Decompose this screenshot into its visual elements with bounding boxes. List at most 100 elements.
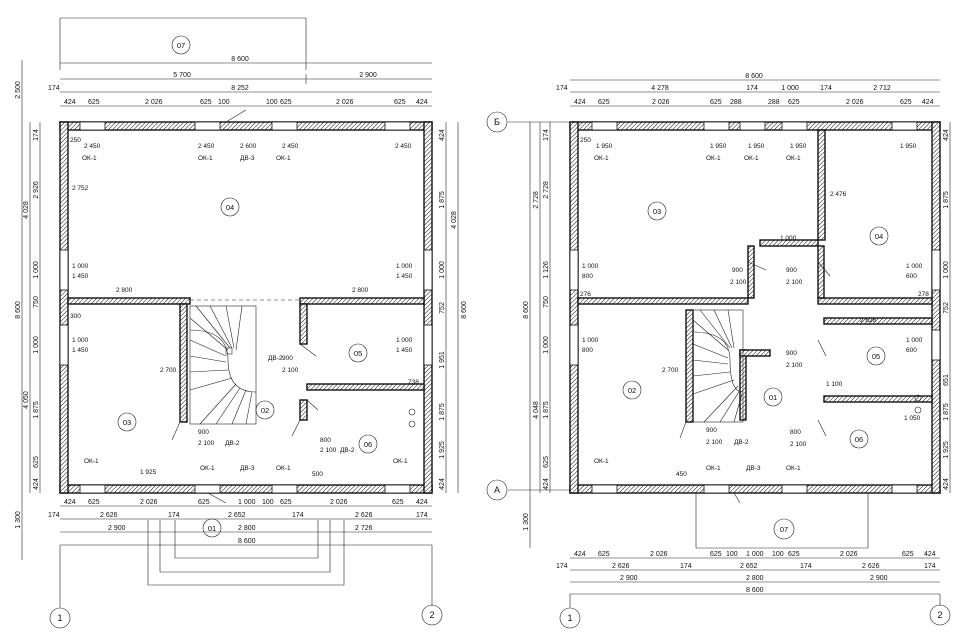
window (59, 249, 69, 291)
left-grid-axes: 1 2 (49, 545, 443, 629)
dimension: 738 (408, 379, 419, 386)
window (569, 249, 579, 291)
window (423, 324, 433, 366)
room-label-04-right: 04 (869, 226, 889, 246)
room-label-02-right: 02 (622, 380, 642, 400)
dim: 2 026 (840, 551, 858, 558)
room-number: 03 (123, 418, 131, 427)
window-height: 1 950 (710, 143, 727, 150)
dim: 2 900 (108, 525, 126, 532)
right-top-dimensions: 8 600 174 4 278 174 1 000 174 2 712 424 … (556, 73, 940, 107)
room-number: 01 (208, 524, 216, 533)
dim: 625 (900, 99, 912, 106)
door-width: 900 (786, 350, 797, 357)
axis-label: 2 (429, 610, 434, 620)
window-height: 1 450 (396, 347, 413, 354)
dim: 625 (200, 99, 212, 106)
dim: 5 700 (173, 72, 191, 79)
window (79, 121, 106, 131)
window-height: 800 (582, 273, 593, 280)
room-number: 04 (875, 232, 883, 241)
right-side-dimensions: 8 600 1 300 2 728 4 048 174 2 728 1 126 … (523, 122, 951, 548)
left-doors (171, 109, 416, 504)
door-height: 2 100 (790, 441, 807, 448)
dim-total: 8 600 (15, 301, 22, 319)
door-width: 900 (786, 267, 797, 274)
window-height: 1 950 (900, 143, 917, 150)
window-width: 1 000 (72, 263, 89, 270)
window (591, 121, 618, 131)
window (703, 484, 730, 494)
dim: 100 (262, 499, 274, 506)
dim: 174 (556, 85, 568, 92)
door-height: 2 100 (320, 447, 337, 454)
window-height: 800 (582, 347, 593, 354)
dim: 100 (266, 99, 278, 106)
left-porch-outline (59, 17, 345, 586)
right-staircase (692, 309, 744, 423)
dim: 2 026 (652, 99, 670, 106)
dimension: 1 050 (904, 415, 921, 422)
door-height: 2 100 (706, 439, 723, 446)
window-height: 2 450 (282, 143, 299, 150)
dim-total: 8 600 (238, 538, 256, 545)
door-label: ДВ-3 (240, 465, 255, 472)
dim: 2 026 (336, 99, 354, 106)
dim: 1 000 (943, 261, 950, 279)
dim: 2 626 (612, 563, 630, 570)
right-grid-axes: Б А 1 2 (486, 111, 951, 629)
dim: 424 (943, 129, 950, 141)
dim: 2 900 (359, 72, 377, 79)
room-label-01-right: 01 (763, 387, 783, 407)
dim: 2 800 (746, 575, 764, 582)
room-label-03-right: 03 (647, 201, 667, 221)
dim: 174 (543, 129, 550, 141)
window (194, 121, 221, 131)
right-windows (569, 121, 941, 494)
room-number: 02 (628, 386, 636, 395)
dim: 625 (280, 99, 292, 106)
door-label: ДВ-2 (734, 439, 749, 446)
dim: 424 (64, 99, 76, 106)
dimension: 250 (70, 137, 81, 144)
axis-label: Б (494, 117, 500, 127)
dim: 1 000 (33, 336, 40, 354)
dim-total: 8 600 (231, 56, 249, 63)
left-side-dimensions: 8 600 2 500 1 300 4 028 4 050 174 2 926 … (15, 60, 468, 560)
window-width: 1 000 (582, 337, 599, 344)
axis-label: 1 (57, 613, 62, 623)
room-number: 05 (354, 349, 362, 358)
dim: 2 026 (145, 99, 163, 106)
dim: 2 026 (330, 499, 348, 506)
window (781, 484, 808, 494)
window (591, 484, 618, 494)
room-number: 06 (855, 435, 863, 444)
room-label-03-left: 03 (117, 412, 137, 432)
left-top-dimensions: 8 600 5 700 2 900 8 252 174 424 625 2 02… (48, 56, 432, 107)
right-porch-outline (695, 493, 869, 549)
dim: 424 (33, 478, 40, 490)
door-height: 2 100 (282, 367, 299, 374)
window-label: ОК-1 (594, 458, 609, 465)
right-room-labels: 03 04 02 05 01 06 07 (622, 201, 889, 540)
dim: 2 728 (543, 181, 550, 199)
left-windows (59, 121, 433, 494)
dim: 2 026 (650, 551, 668, 558)
dim: 174 (800, 563, 812, 570)
window (931, 329, 941, 361)
dim: 750 (33, 296, 40, 308)
dim: 2 026 (846, 99, 864, 106)
dim: 1 000 (33, 261, 40, 279)
dim: 1 875 (543, 401, 550, 419)
dim: 424 (416, 99, 428, 106)
dim: 424 (439, 129, 446, 141)
window-label: ОК-1 (786, 465, 801, 472)
dim: 2 800 (238, 525, 256, 532)
dim: 424 (439, 478, 446, 490)
dim: 1 875 (439, 403, 446, 421)
dim: 625 (598, 99, 610, 106)
dimension: 2 700 (160, 367, 177, 374)
window-height: 600 (906, 347, 917, 354)
right-floor-plan: 03 04 02 05 01 06 07 ОК-1 ОК-1 ОК-1 ОК-1… (486, 73, 951, 629)
left-opening-labels: ОК-1 ОК-1 ОК-1 ДВ-3 2 450 2 450 2 600 2 … (70, 137, 419, 478)
